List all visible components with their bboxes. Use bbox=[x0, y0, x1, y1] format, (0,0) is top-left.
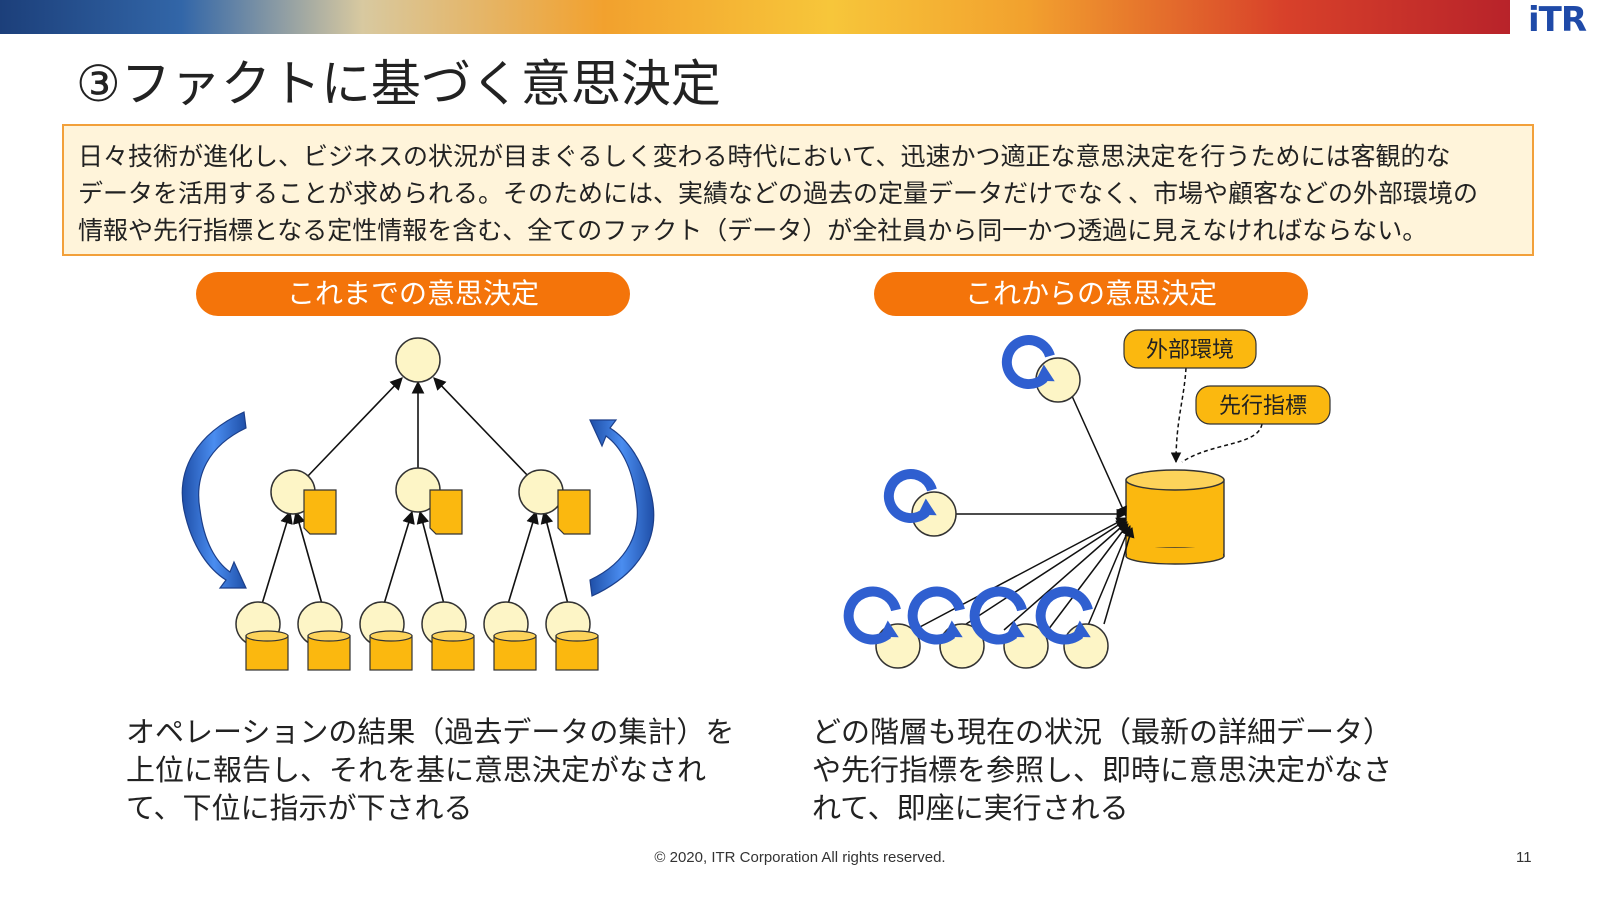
node-with-cycle-middle bbox=[883, 469, 957, 537]
database-icon bbox=[555, 630, 599, 671]
left-caption-line-3: て、下位に指示が下される bbox=[126, 791, 473, 825]
tag-external-label: 外部環境 bbox=[1146, 338, 1234, 363]
cycle-icon bbox=[1035, 586, 1093, 645]
copyright-footer: © 2020, ITR Corporation All rights reser… bbox=[654, 849, 946, 866]
dashed-links bbox=[1170, 367, 1263, 464]
right-caption: どの階層も現在の状況（最新の詳細データ） や先行指標を参照し、即時に意思決定がな… bbox=[812, 713, 1452, 827]
right-panel-heading: これからの意思決定 bbox=[874, 272, 1308, 316]
right-caption-line-3: れて、即座に実行される bbox=[812, 791, 1129, 825]
summary-line-2: データを活用することが求められる。そのためには、実績などの過去の定量データだけで… bbox=[78, 179, 1479, 208]
document-icon bbox=[303, 489, 337, 535]
cycle-icon bbox=[1001, 335, 1055, 389]
database-icon bbox=[245, 630, 289, 671]
node-with-cycle-bottom-1 bbox=[843, 586, 921, 669]
data-connectors bbox=[917, 395, 1135, 631]
bottom-node-2 bbox=[297, 601, 351, 671]
right-caption-line-2: や先行指標を参照し、即時に意思決定がなさ bbox=[812, 753, 1393, 787]
tag-leading-label: 先行指標 bbox=[1219, 394, 1307, 419]
node-with-cycle-bottom-2 bbox=[907, 586, 985, 669]
cycle-icon bbox=[969, 586, 1027, 645]
upward-report-arrow-icon bbox=[589, 419, 655, 597]
database-icon bbox=[369, 630, 413, 671]
bottom-node-3 bbox=[359, 601, 413, 671]
hierarchy-connectors bbox=[261, 377, 569, 605]
database-icon bbox=[431, 630, 475, 671]
node-top bbox=[395, 337, 441, 383]
header-gradient-band bbox=[0, 0, 1510, 34]
mid-node-2 bbox=[395, 467, 463, 535]
summary-line-3: 情報や先行指標となる定性情報を含む、全てのファクト（データ）が全社員から同一かつ… bbox=[78, 216, 1428, 245]
summary-line-1: 日々技術が進化し、ビジネスの状況が目まぐるしく変わる時代において、迅速かつ適正な… bbox=[78, 142, 1451, 171]
cycle-icon bbox=[843, 586, 901, 645]
bottom-nodes bbox=[235, 601, 599, 671]
tag-leading-indicator: 先行指標 bbox=[1195, 385, 1331, 425]
node-with-cycle-bottom-3 bbox=[969, 586, 1049, 669]
cycle-icon bbox=[907, 586, 965, 645]
central-database-icon bbox=[1125, 469, 1225, 565]
left-caption-line-2: 上位に報告し、それを基に意思決定がなされ bbox=[126, 753, 707, 787]
database-icon bbox=[493, 630, 537, 671]
bottom-node-4 bbox=[421, 601, 475, 671]
itr-logo: iTR bbox=[1528, 0, 1587, 40]
tag-external-environment: 外部環境 bbox=[1123, 329, 1257, 369]
cycle-icon bbox=[883, 469, 937, 523]
downward-instruction-arrow-icon bbox=[181, 411, 247, 589]
left-panel-heading: これまでの意思決定 bbox=[196, 272, 630, 316]
right-realtime-diagram: 外部環境 先行指標 bbox=[843, 329, 1331, 669]
bottom-node-6 bbox=[545, 601, 599, 671]
mid-node-3 bbox=[518, 469, 591, 535]
document-icon bbox=[557, 489, 591, 535]
document-icon bbox=[429, 489, 463, 535]
bottom-node-1 bbox=[235, 601, 289, 671]
slide-title: ③ファクトに基づく意思決定 bbox=[76, 55, 721, 113]
left-hierarchy-diagram bbox=[181, 337, 655, 671]
page-number: 11 bbox=[1516, 849, 1532, 866]
mid-node-1 bbox=[270, 469, 337, 535]
database-icon bbox=[307, 630, 351, 671]
right-caption-line-1: どの階層も現在の状況（最新の詳細データ） bbox=[812, 715, 1393, 749]
node-with-cycle-bottom-4 bbox=[1035, 586, 1109, 669]
left-caption: オペレーションの結果（過去データの集計）を 上位に報告し、それを基に意思決定がな… bbox=[126, 713, 746, 827]
node-with-cycle-top bbox=[1001, 335, 1081, 403]
bottom-node-5 bbox=[483, 601, 537, 671]
left-caption-line-1: オペレーションの結果（過去データの集計）を bbox=[126, 715, 735, 749]
summary-box: 日々技術が進化し、ビジネスの状況が目まぐるしく変わる時代において、迅速かつ適正な… bbox=[62, 124, 1534, 256]
